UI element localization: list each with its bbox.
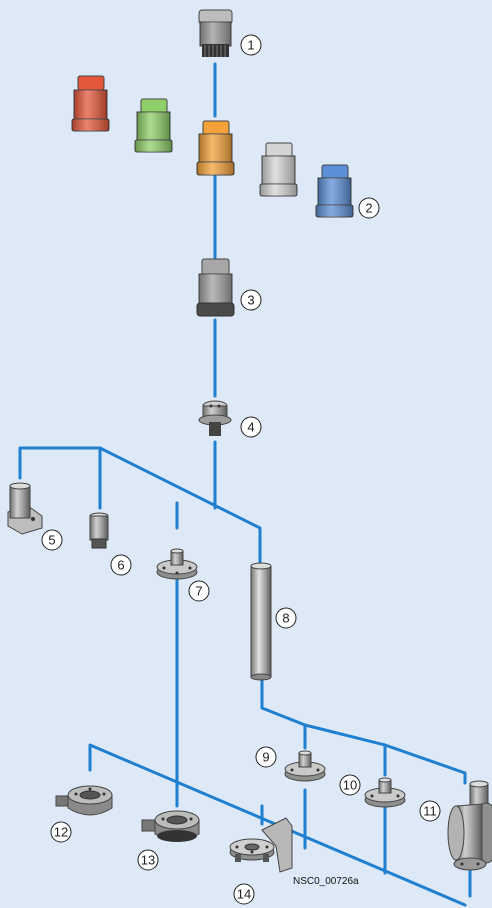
item-9-flange <box>284 750 326 782</box>
callout-8-label: 8 <box>282 611 289 626</box>
callout-14-label: 14 <box>237 887 251 902</box>
connection-lines <box>18 62 472 907</box>
callout-1: 1 <box>240 34 262 56</box>
callout-13-label: 13 <box>141 853 155 868</box>
callout-13: 13 <box>137 849 159 871</box>
item-13-clamp-ring-seal <box>141 810 200 842</box>
item-12-clamp-ring <box>55 785 113 816</box>
callout-11-label: 11 <box>423 804 437 819</box>
callout-4: 4 <box>240 416 262 438</box>
callout-7: 7 <box>188 580 210 602</box>
item-cap-red <box>71 75 110 132</box>
item-cap-green <box>134 98 173 153</box>
item-4-adapter <box>198 400 232 436</box>
callout-6-label: 6 <box>117 558 124 573</box>
callout-5-label: 5 <box>48 533 55 548</box>
callout-8: 8 <box>275 607 297 629</box>
callout-1-label: 1 <box>247 38 254 53</box>
callout-4-label: 4 <box>247 420 254 435</box>
item-8-extension-rod <box>250 562 272 681</box>
callout-12-label: 12 <box>54 825 68 840</box>
callout-2-label: 2 <box>365 201 372 216</box>
item-1-cap-dark-gray <box>198 9 233 57</box>
callout-9-label: 9 <box>262 750 269 765</box>
item-cap-light-gray <box>259 142 298 197</box>
item-3-housing <box>196 258 235 317</box>
item-7-flange <box>156 548 198 580</box>
item-10-flange <box>364 777 406 808</box>
callout-7-label: 7 <box>195 584 202 599</box>
callout-3: 3 <box>240 289 262 311</box>
item-14-angle-bracket <box>229 817 293 873</box>
item-cap-orange <box>196 120 235 176</box>
callout-14: 14 <box>233 883 255 905</box>
item-11-pipe-mount <box>447 780 492 871</box>
callout-6: 6 <box>110 554 132 576</box>
item-2-cap-blue <box>315 164 354 218</box>
callout-2: 2 <box>358 197 380 219</box>
image-code-label: NSC0_00726a <box>293 876 359 887</box>
callout-10: 10 <box>339 774 361 796</box>
callout-10-label: 10 <box>343 778 357 793</box>
callout-9: 9 <box>255 746 277 768</box>
callout-5: 5 <box>41 529 63 551</box>
item-5-wall-bracket <box>7 482 43 535</box>
callout-3-label: 3 <box>247 293 254 308</box>
callout-11: 11 <box>419 800 441 822</box>
callout-12: 12 <box>50 821 72 843</box>
item-6-screw-adapter <box>89 512 109 549</box>
